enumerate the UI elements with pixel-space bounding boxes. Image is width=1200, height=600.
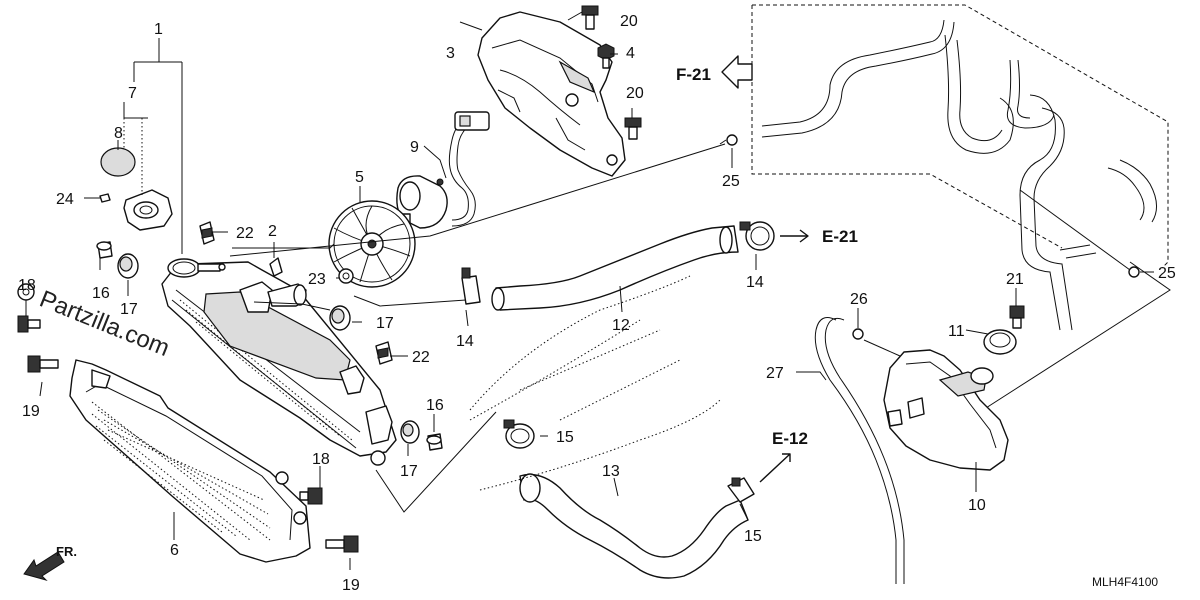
callout-24: 24	[56, 191, 74, 208]
overflow-hose-bundle	[761, 19, 1157, 331]
callout-22-upper: 22	[236, 225, 254, 242]
bolt-20-top	[581, 5, 599, 30]
callout-10: 10	[968, 497, 986, 514]
bolt-19-lower	[325, 535, 359, 553]
washer-18-upper	[17, 283, 35, 301]
callout-17-upper: 17	[120, 301, 138, 318]
bolt-18-lower	[299, 487, 323, 505]
callout-21: 21	[1006, 271, 1024, 288]
hose-clamp-14-left	[461, 267, 481, 305]
callout-27: 27	[766, 365, 784, 382]
callout-19-lower: 19	[342, 577, 360, 594]
callout-18-upper: 18	[18, 277, 36, 294]
callout-18-lower: 18	[312, 451, 330, 468]
clip-25-lower	[1128, 266, 1140, 278]
clip-nut-22-upper	[199, 221, 215, 245]
callout-16-lower: 16	[426, 397, 444, 414]
radiator-grille	[69, 359, 311, 563]
e21-reference: E-21	[780, 227, 858, 246]
callout-14-left: 14	[456, 333, 474, 350]
callout-13: 13	[602, 463, 620, 480]
hose-clamp-15-upper	[503, 419, 535, 449]
callout-8: 8	[114, 125, 123, 142]
callout-14-right: 14	[746, 274, 764, 291]
callout-20-mid: 20	[626, 85, 644, 102]
bolt-21	[1009, 305, 1025, 329]
callout-25-upper: 25	[722, 173, 740, 190]
front-label: FR.	[56, 544, 77, 559]
callout-1: 1	[154, 21, 163, 38]
callout-2: 2	[268, 223, 277, 240]
callout-numbers: 1 2 3 4 5 6 7 8 9 10 11 12 13 14 14 15 1…	[18, 13, 1176, 594]
lower-hose	[519, 473, 749, 579]
nut-23	[338, 268, 354, 284]
callout-15-upper: 15	[556, 429, 574, 446]
reserve-tank-cap	[983, 329, 1017, 355]
callout-6: 6	[170, 542, 179, 559]
callout-25-lower: 25	[1158, 265, 1176, 282]
e21-label: E-21	[822, 227, 858, 246]
clip-25-upper	[726, 134, 738, 146]
clip-2	[269, 257, 283, 277]
radiator-cap	[99, 118, 173, 231]
collar-16-upper	[96, 241, 113, 259]
leader-lines	[25, 11, 1154, 570]
reserve-tank	[883, 349, 1009, 471]
grommet-17-upper	[117, 253, 139, 279]
bolt-18-upper	[17, 315, 41, 333]
callout-9: 9	[410, 139, 419, 156]
callout-12: 12	[612, 317, 630, 334]
f21-reference: F-21	[676, 55, 753, 89]
callout-17-mid: 17	[376, 315, 394, 332]
bolt-19-upper	[27, 355, 59, 373]
e12-label: E-12	[772, 429, 808, 448]
hose-routing-shading	[469, 275, 721, 491]
e12-reference: E-12	[759, 429, 808, 483]
bolt-20-mid	[624, 117, 642, 140]
callout-16-upper: 16	[92, 285, 110, 302]
grommet-17-mid	[329, 305, 351, 331]
front-direction-indicator: FR.	[23, 544, 77, 581]
callout-11: 11	[948, 323, 965, 340]
callout-26: 26	[850, 291, 868, 308]
upper-hose	[491, 225, 739, 311]
diagram-code: MLH4F4100	[1092, 575, 1158, 589]
overflow-tube	[814, 317, 905, 584]
f21-label: F-21	[676, 65, 711, 84]
callout-7: 7	[128, 85, 137, 102]
clip-nut-22-lower	[375, 341, 393, 365]
clip-26	[852, 328, 864, 340]
callout-23: 23	[308, 271, 326, 288]
reference-outline	[751, 4, 1171, 416]
hose-clamp-15-lower	[727, 477, 755, 503]
radiator	[161, 258, 397, 466]
callout-17-lower: 17	[400, 463, 418, 480]
callout-4: 4	[626, 45, 635, 62]
callout-20-top: 20	[620, 13, 638, 30]
fan-shroud	[477, 11, 626, 177]
callout-5: 5	[355, 169, 364, 186]
collar-16-lower	[426, 433, 443, 451]
callout-22-lower: 22	[412, 349, 430, 366]
callout-19-upper: 19	[22, 403, 40, 420]
nut-4	[597, 43, 615, 69]
callout-15-lower: 15	[744, 528, 762, 545]
grommet-17-lower	[400, 420, 420, 444]
hose-clamp-14-right	[739, 221, 775, 251]
callout-3: 3	[446, 45, 455, 62]
